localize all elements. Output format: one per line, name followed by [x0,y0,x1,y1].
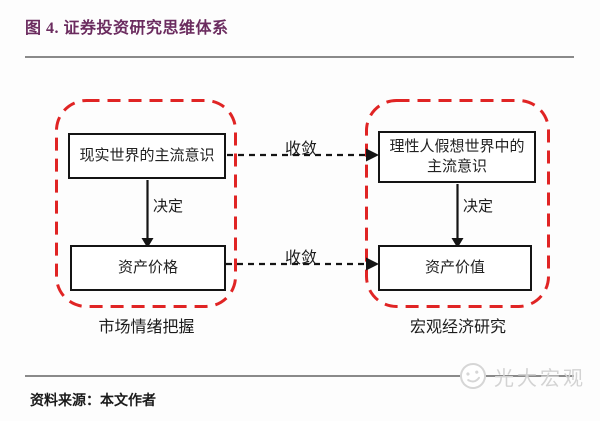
brand-watermark: 光大宏观 [458,361,586,391]
right-decide-label: 决定 [463,199,494,215]
figure-title: 图 4. 证券投资研究思维体系 [25,20,229,37]
bottom-divider-line [25,375,574,377]
node-rational-line2: 主流意识 [426,159,487,175]
converge-bottom-label: 收敛 [285,250,318,267]
left-decide-label: 决定 [153,199,184,215]
left-group-caption: 市场情绪把握 [98,319,195,336]
node-rational-world-consensus: 理性人假想世界中的 主流意识 [378,131,536,183]
converge-top-label: 收敛 [285,141,318,158]
node-rational-line1: 理性人假想世界中的 [389,138,525,155]
top-divider-line [25,56,574,58]
smiley-watermark-icon [460,363,486,389]
source-note: 资料来源：本文作者 [30,394,156,409]
node-asset-value: 资产价值 [378,245,532,291]
watermark-text: 光大宏观 [494,367,586,390]
right-group-caption: 宏观经济研究 [409,319,506,336]
node-real-world-consensus: 现实世界的主流意识 [68,133,226,179]
node-rational-world-consensus-text: 理性人假想世界中的 主流意识 [389,137,524,178]
node-asset-price: 资产价格 [70,245,226,291]
